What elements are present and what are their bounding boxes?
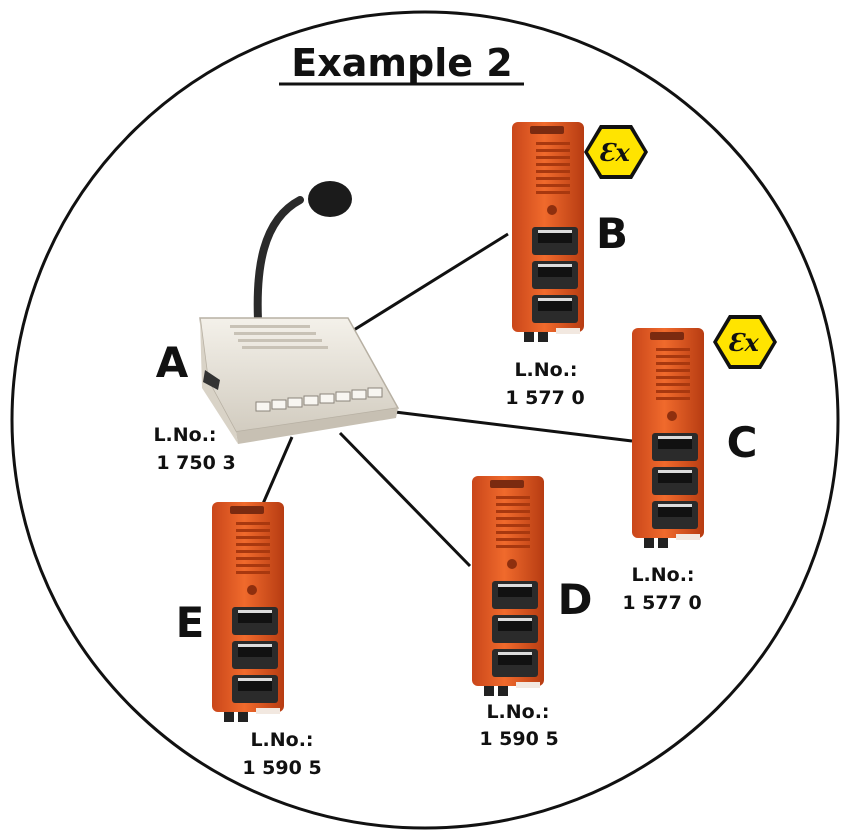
- lno-label-a: L.No.:: [153, 424, 216, 446]
- lno-value-e: 1 590 5: [242, 757, 321, 779]
- lno-value-a: 1 750 3: [156, 452, 235, 474]
- node-label-b: B: [596, 209, 628, 258]
- node-label-c: C: [727, 418, 758, 467]
- lno-label-b: L.No.:: [514, 359, 577, 381]
- lno-value-d: 1 590 5: [479, 728, 558, 750]
- desk-microphone-console-icon: [199, 181, 400, 444]
- edge-a-b: [348, 232, 509, 335]
- node-label-d: D: [558, 575, 593, 624]
- edge-a-e: [260, 436, 294, 507]
- lno-label-c: L.No.:: [631, 564, 694, 586]
- node-label-a: A: [156, 338, 189, 387]
- ex-text-c: Ɛx: [727, 328, 759, 357]
- lno-value-c: 1 577 0: [622, 592, 701, 614]
- ex-text-b: Ɛx: [598, 138, 630, 167]
- intercom-station-c-icon: [632, 328, 704, 548]
- node-label-e: E: [176, 598, 205, 647]
- edge-a-d: [338, 431, 472, 568]
- boundary-circle: [10, 10, 840, 830]
- lno-value-b: 1 577 0: [505, 387, 584, 409]
- lno-label-e: L.No.:: [250, 729, 313, 751]
- intercom-station-d-icon: [472, 476, 544, 696]
- edge-a-c: [394, 410, 633, 443]
- intercom-station-b-icon: [512, 122, 584, 342]
- diagram-title: Example 2: [291, 41, 512, 85]
- lno-label-d: L.No.:: [486, 701, 549, 723]
- intercom-station-e-icon: [212, 502, 284, 722]
